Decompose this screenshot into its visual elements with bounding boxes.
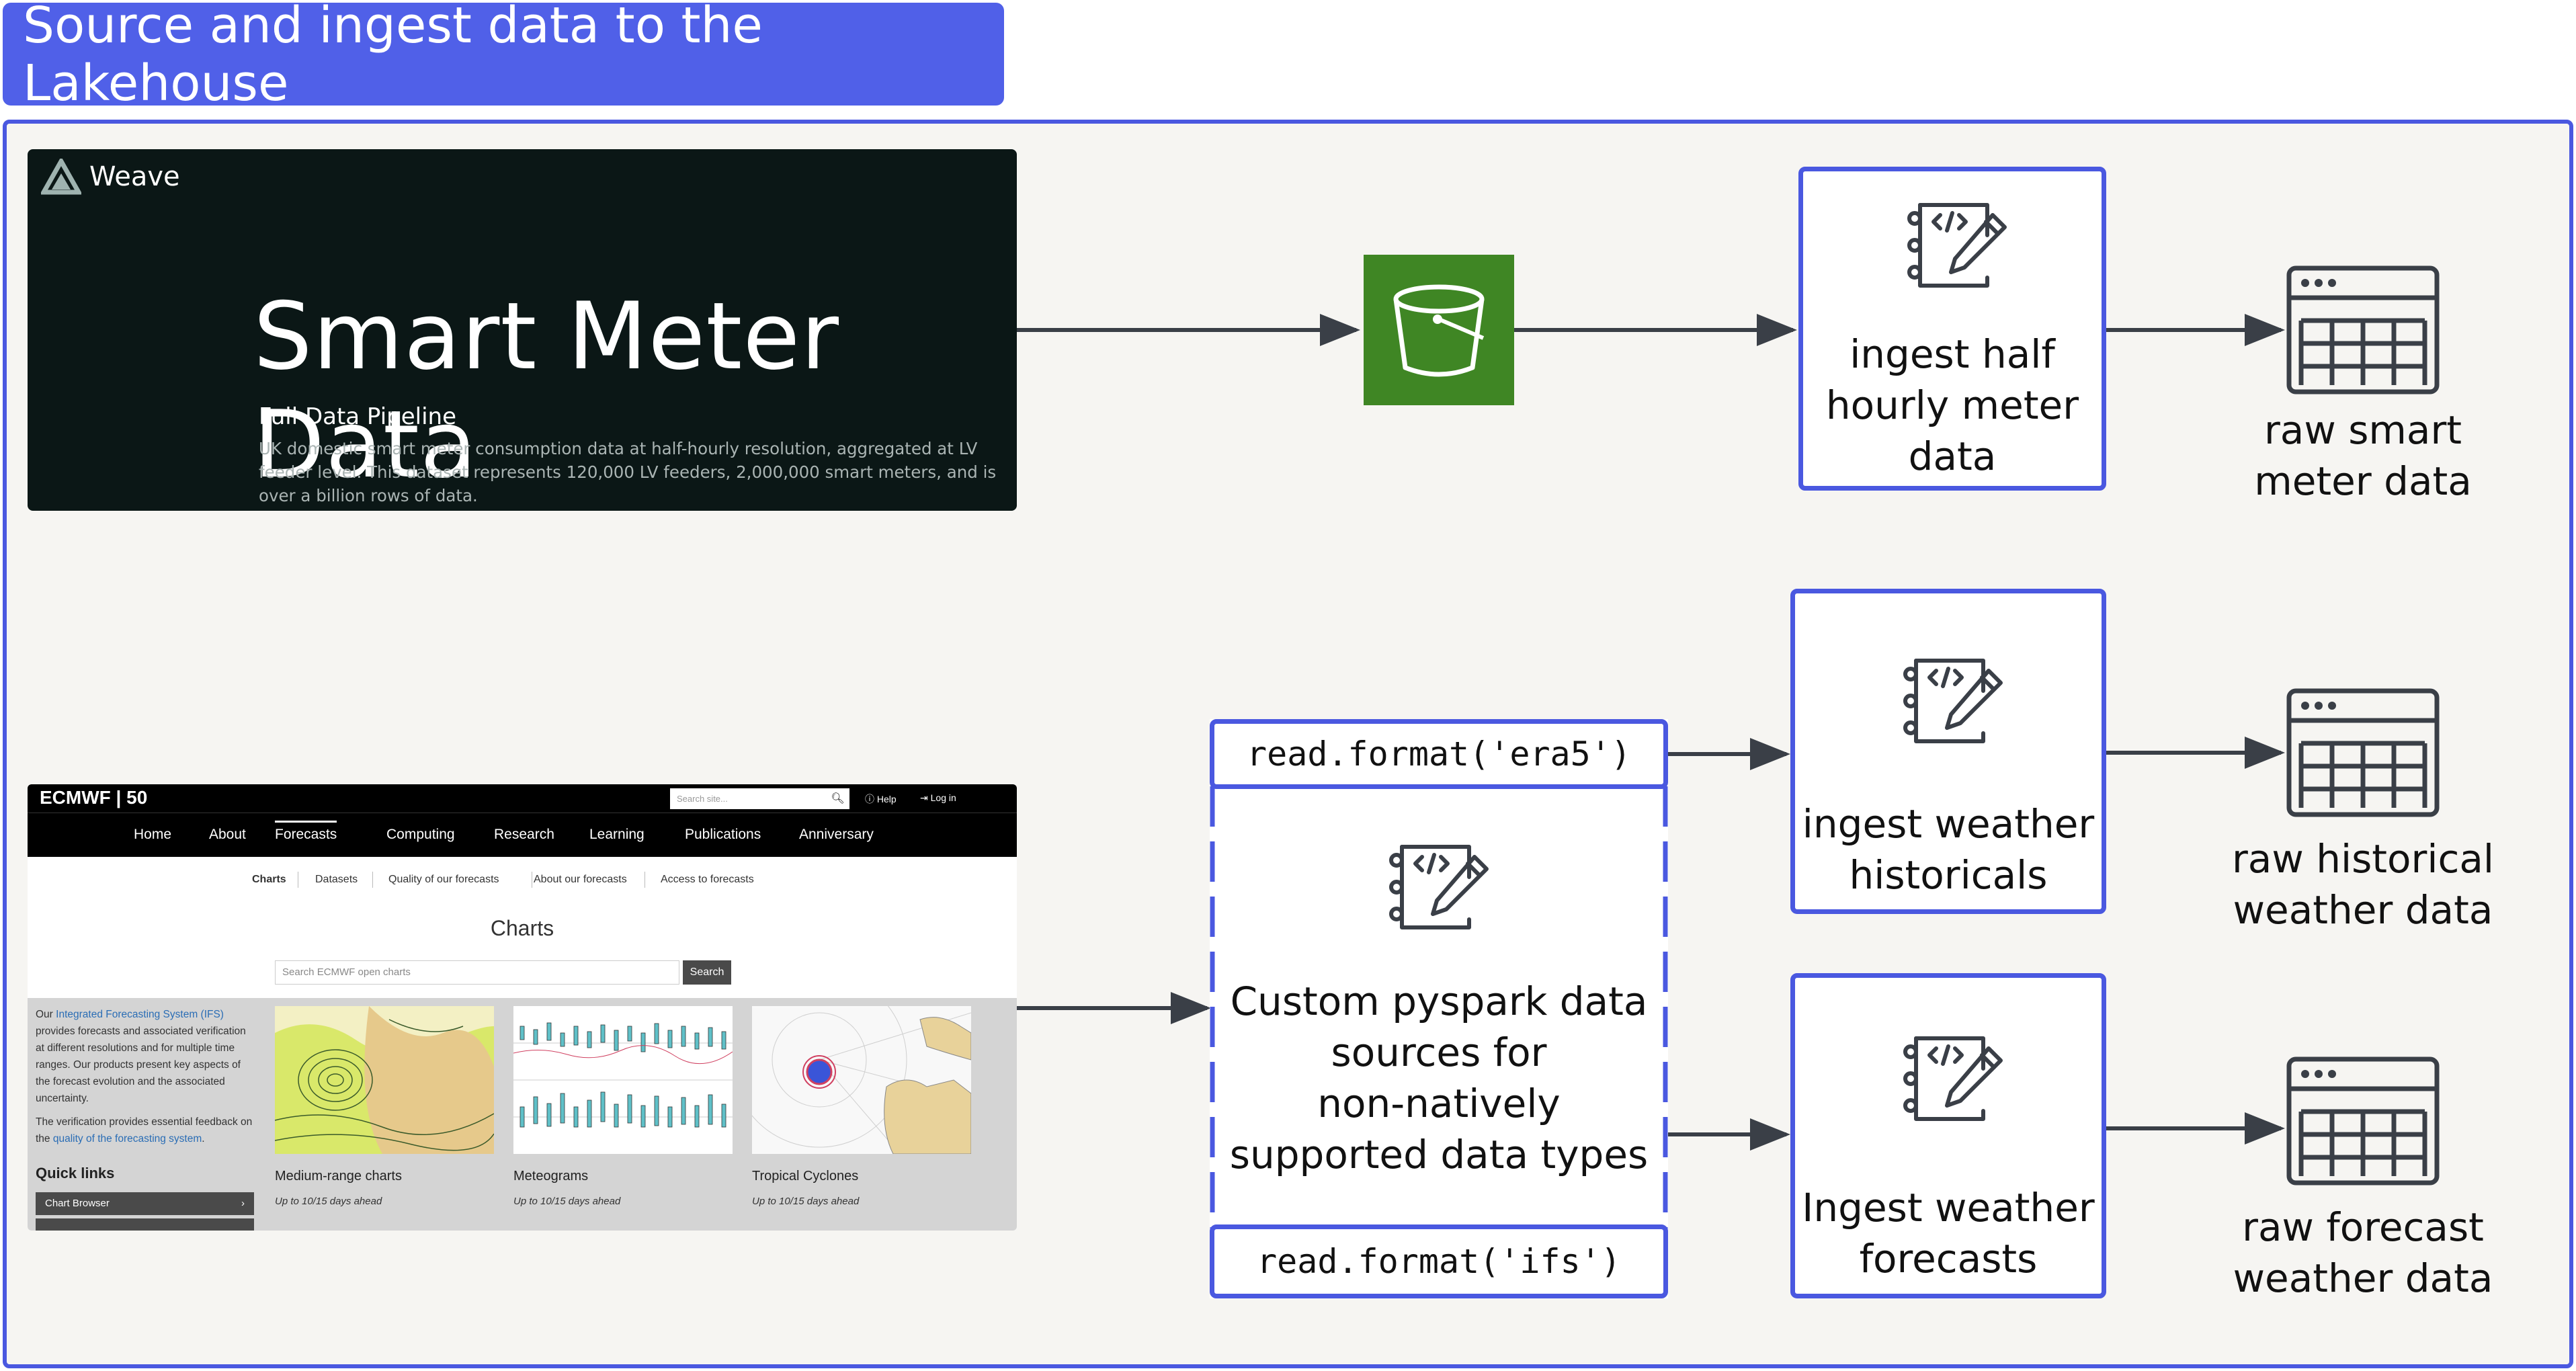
nav-learning[interactable]: Learning bbox=[589, 827, 645, 842]
nav-publications[interactable]: Publications bbox=[685, 827, 761, 842]
table-icon bbox=[2286, 265, 2440, 394]
tropical-cyclone-thumbnail[interactable] bbox=[752, 1006, 971, 1154]
charts-page-title: Charts bbox=[490, 916, 554, 940]
chart-browser-link[interactable]: Chart Browser› bbox=[36, 1192, 254, 1215]
custom-source-border bbox=[1210, 786, 1668, 1230]
ifs-format-box: read.format('ifs') bbox=[1210, 1224, 1668, 1298]
weave-logo-icon bbox=[41, 159, 81, 195]
weave-heading: Smart Meter Data bbox=[253, 282, 840, 499]
ecmwf-topbar: ECMWF | 50 Search site... 🔍︎ ⓘ Help ⇥ Lo… bbox=[28, 784, 1017, 813]
notebook-code-icon bbox=[1903, 659, 2003, 743]
s3-bucket-node bbox=[1364, 255, 1514, 405]
quick-link-item[interactable] bbox=[36, 1218, 254, 1231]
weave-description: UK domestic smart meter consumption data… bbox=[259, 439, 997, 505]
chevron-right-icon: › bbox=[241, 1198, 245, 1209]
search-icon[interactable]: 🔍︎ bbox=[826, 788, 849, 809]
nav-research[interactable]: Research bbox=[494, 827, 554, 842]
nav-about[interactable]: About bbox=[209, 827, 246, 842]
subnav-about-forecasts[interactable]: About our forecasts bbox=[534, 874, 627, 885]
nav-forecasts[interactable]: Forecasts bbox=[275, 821, 337, 843]
card-title[interactable]: Meteograms bbox=[513, 1169, 589, 1183]
nav-home[interactable]: Home bbox=[134, 827, 172, 842]
subnav-access[interactable]: Access to forecasts bbox=[661, 874, 754, 885]
card-title[interactable]: Medium-range charts bbox=[275, 1169, 402, 1183]
ecmwf-panel: ECMWF | 50 Search site... 🔍︎ ⓘ Help ⇥ Lo… bbox=[28, 784, 1017, 1231]
ifs-description: Our Integrated Forecasting System (IFS) … bbox=[36, 1009, 253, 1145]
subnav-quality[interactable]: Quality of our forecasts bbox=[388, 874, 499, 885]
card-title[interactable]: Tropical Cyclones bbox=[752, 1169, 859, 1183]
nav-anniversary[interactable]: Anniversary bbox=[799, 827, 874, 842]
medium-range-chart-thumbnail[interactable] bbox=[275, 1006, 494, 1154]
login-link[interactable]: ⇥ Log in bbox=[920, 792, 956, 803]
meteogram-thumbnail[interactable] bbox=[513, 1006, 733, 1154]
quality-link[interactable]: quality of the forecasting system bbox=[52, 1133, 202, 1145]
notebook-code-icon bbox=[1907, 203, 2007, 288]
subnav-datasets[interactable]: Datasets bbox=[315, 874, 358, 885]
weave-subheading: Full Data Pipeline bbox=[259, 403, 456, 430]
login-icon: ⇥ bbox=[920, 792, 931, 803]
card-subtitle: Up to 10/15 days ahead bbox=[752, 1196, 860, 1207]
weave-panel: Weave Smart Meter Data Full Data Pipelin… bbox=[28, 149, 1017, 511]
diagram-title: Source and ingest data to the Lakehouse bbox=[3, 0, 1004, 112]
subnav-charts[interactable]: Charts bbox=[252, 874, 286, 885]
ifs-link[interactable]: Integrated Forecasting System (IFS) bbox=[56, 1009, 224, 1020]
ecmwf-main-nav: Home About Forecasts Computing Research … bbox=[28, 813, 1017, 857]
table-icon bbox=[2286, 688, 2440, 817]
nav-computing[interactable]: Computing bbox=[386, 827, 455, 842]
ecmwf-site-search[interactable]: Search site... bbox=[670, 788, 831, 809]
card-subtitle: Up to 10/15 days ahead bbox=[513, 1196, 621, 1207]
weave-logo-text: Weave bbox=[89, 161, 180, 192]
notebook-code-icon bbox=[1389, 845, 1489, 929]
notebook-code-icon bbox=[1903, 1036, 2003, 1121]
s3-bucket-icon bbox=[1393, 284, 1485, 377]
card-subtitle: Up to 10/15 days ahead bbox=[275, 1196, 382, 1207]
era5-format-box: read.format('era5') bbox=[1210, 719, 1668, 789]
charts-search-input[interactable]: Search ECMWF open charts bbox=[275, 960, 679, 985]
ecmwf-logo: ECMWF | 50 bbox=[40, 787, 148, 808]
table-icon bbox=[2286, 1056, 2440, 1186]
help-icon: ⓘ bbox=[865, 794, 877, 804]
charts-search-button[interactable]: Search bbox=[683, 960, 731, 985]
quick-links-heading: Quick links bbox=[36, 1165, 115, 1181]
help-link[interactable]: ⓘ Help bbox=[865, 794, 897, 804]
